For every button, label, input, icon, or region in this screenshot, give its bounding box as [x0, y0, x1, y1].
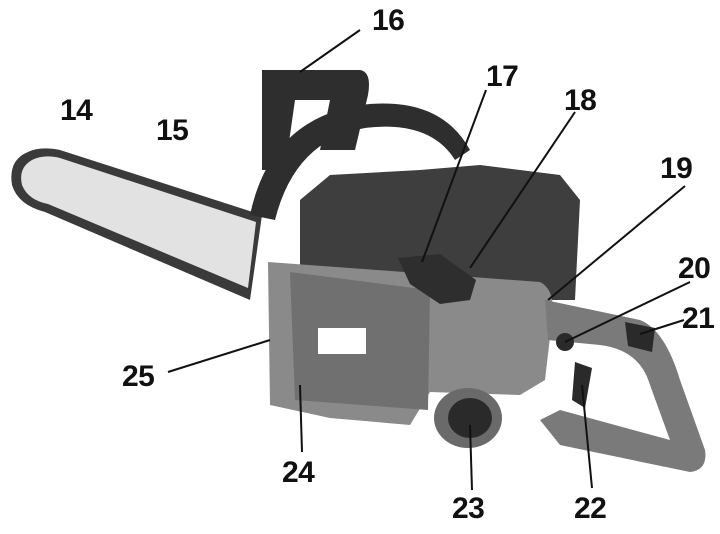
callout-14: 14: [60, 94, 93, 127]
callout-23: 23: [452, 492, 485, 525]
callout-17: 17: [486, 60, 519, 93]
leader-16: [299, 29, 361, 73]
callout-15: 15: [156, 114, 189, 147]
leader-21: [639, 319, 685, 335]
leader-lines: [167, 29, 691, 491]
callout-24: 24: [282, 456, 315, 489]
top-handle: [262, 70, 369, 170]
starter-grille: [290, 272, 430, 410]
leader-17: [421, 89, 487, 263]
callout-18: 18: [564, 84, 597, 117]
callout-25: 25: [122, 360, 155, 393]
callout-21: 21: [682, 302, 715, 335]
leader-25: [167, 339, 271, 373]
callout-19: 19: [660, 152, 693, 185]
guide-bar: [11, 148, 263, 300]
fuel-cap: [434, 388, 502, 448]
front-handle: [250, 103, 470, 220]
engine-cover: [300, 165, 580, 300]
leader-18: [469, 111, 576, 269]
leader-19: [547, 185, 686, 301]
leader-20: [564, 281, 691, 343]
leader-22: [581, 384, 593, 489]
leader-24: [299, 384, 303, 453]
rear-handle: [540, 300, 706, 472]
leader-23: [469, 424, 473, 491]
choke-lever: [398, 254, 476, 304]
throttle-lockout: [625, 322, 655, 352]
callout-22: 22: [574, 492, 607, 525]
callout-16: 16: [372, 4, 405, 37]
callout-20: 20: [678, 252, 711, 285]
